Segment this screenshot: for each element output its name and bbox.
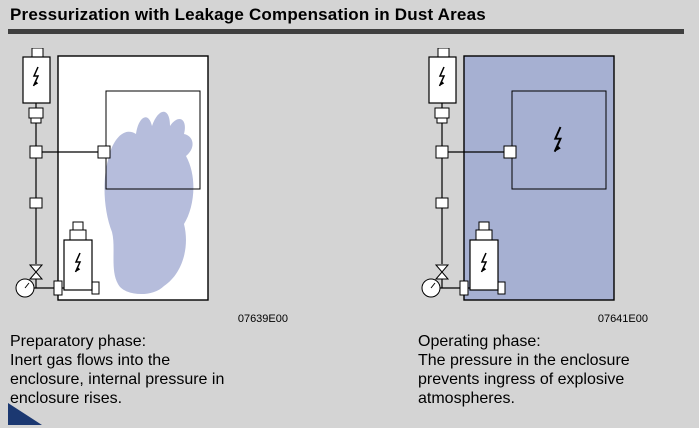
caption-operating-phase: Operating phase: The pressure in the enc… xyxy=(418,333,656,409)
manual-valve xyxy=(434,264,450,280)
control-unit xyxy=(428,48,457,104)
purge-valve-unit xyxy=(63,221,93,291)
pressure-gauge xyxy=(15,278,35,298)
caption-body: Inert gas flows into the enclosure, inte… xyxy=(10,351,225,407)
caption-title: Operating phase: xyxy=(418,333,541,350)
manual-valve xyxy=(28,264,44,280)
pressure-window xyxy=(105,90,201,190)
figure-code-right: 07641E00 xyxy=(597,313,648,325)
pipe-fittings xyxy=(434,107,517,296)
page-title: Pressurization with Leakage Compensation… xyxy=(10,5,486,24)
purge-valve-unit xyxy=(469,221,499,291)
pressure-gauge xyxy=(421,278,441,298)
control-unit xyxy=(22,48,51,104)
figure-code-left: 07639E00 xyxy=(237,313,288,325)
diagram-preparatory-phase xyxy=(15,48,209,301)
gas-plume xyxy=(104,111,194,295)
title-rule xyxy=(8,29,684,34)
caption-title: Preparatory phase: xyxy=(10,333,147,350)
caption-body: The pressure in the enclosure prevents i… xyxy=(418,351,630,407)
pipe-fittings xyxy=(28,107,111,296)
pressure-window xyxy=(511,90,607,190)
caption-preparatory-phase: Preparatory phase: Inert gas flows into … xyxy=(10,333,242,409)
diagram-operating-phase xyxy=(421,48,615,301)
